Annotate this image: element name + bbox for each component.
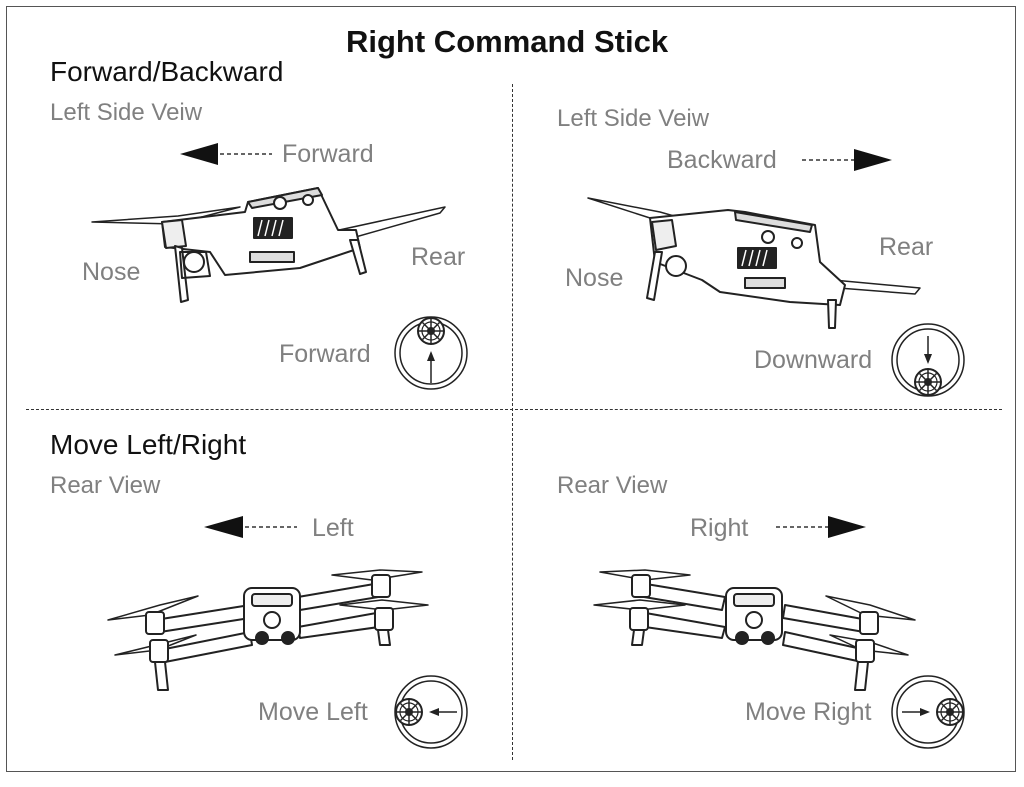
view-label: Rear View bbox=[50, 472, 161, 499]
diagram-title: Right Command Stick bbox=[346, 24, 669, 59]
direction-label-left: Left bbox=[312, 514, 354, 542]
rear-label: Rear bbox=[879, 233, 934, 261]
horizontal-divider bbox=[26, 409, 1002, 410]
nose-label: Nose bbox=[82, 258, 141, 286]
drone-side-view-icon bbox=[91, 187, 446, 303]
view-label: Rear View bbox=[557, 472, 668, 499]
joystick-move-right-icon bbox=[891, 675, 965, 749]
arrow-right-icon bbox=[776, 516, 866, 538]
drone-rear-view-icon bbox=[107, 569, 429, 691]
joystick-downward-icon bbox=[891, 323, 965, 397]
vertical-divider bbox=[512, 84, 513, 760]
joystick-forward-icon bbox=[394, 316, 468, 390]
stick-label-move-right: Move Right bbox=[745, 698, 872, 726]
arrow-left-icon bbox=[204, 516, 297, 538]
direction-label-forward: Forward bbox=[282, 140, 374, 168]
view-label: Left Side Veiw bbox=[557, 105, 710, 132]
section-heading-move-left-right: Move Left/Right bbox=[50, 429, 247, 460]
diagram-frame bbox=[6, 6, 1016, 772]
direction-label-right: Right bbox=[690, 514, 749, 542]
stick-label-forward: Forward bbox=[279, 340, 371, 368]
section-heading-forward-backward: Forward/Backward bbox=[50, 56, 284, 87]
nose-label: Nose bbox=[565, 264, 624, 292]
direction-label-backward: Backward bbox=[667, 146, 777, 174]
arrow-right-icon bbox=[802, 149, 892, 171]
drone-rear-view-icon bbox=[593, 569, 916, 691]
arrow-left-icon bbox=[180, 143, 272, 165]
stick-label-downward: Downward bbox=[754, 346, 873, 374]
view-label: Left Side Veiw bbox=[50, 99, 203, 126]
stick-label-move-left: Move Left bbox=[258, 698, 368, 726]
rear-label: Rear bbox=[411, 243, 466, 271]
drone-side-view-icon bbox=[587, 197, 921, 329]
joystick-move-left-icon bbox=[394, 675, 468, 749]
